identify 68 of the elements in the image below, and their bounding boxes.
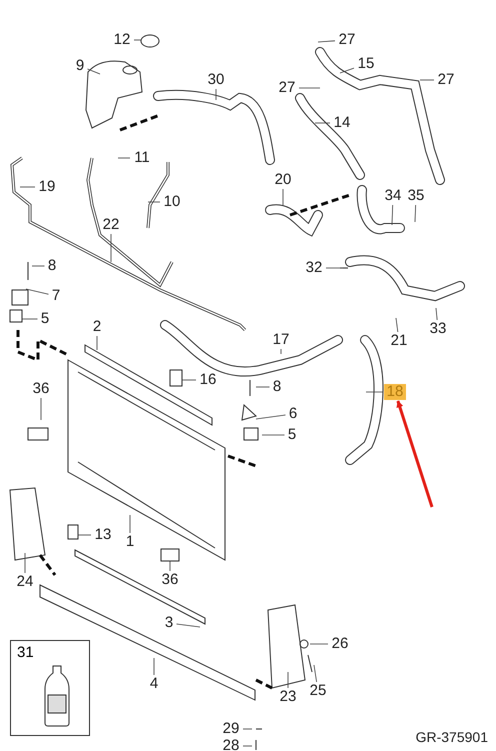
callout-number: 19 <box>36 179 58 195</box>
leader-line <box>414 204 416 222</box>
callout-number: 3 <box>162 615 176 631</box>
arrow <box>396 400 434 508</box>
leader-line <box>396 318 398 332</box>
figure-number: GR-375901 <box>416 729 488 745</box>
inset-frame <box>10 640 90 736</box>
leader-line <box>26 288 49 295</box>
callout-number: 36 <box>30 381 52 397</box>
leader-line <box>40 398 42 420</box>
callout-number: 14 <box>331 115 353 131</box>
leader-line <box>110 234 112 262</box>
callout-number: 5 <box>38 311 52 327</box>
leader-line <box>436 308 438 320</box>
leader-line <box>282 188 284 206</box>
callout-number: 15 <box>355 56 377 72</box>
callout-number: 34 <box>382 188 404 204</box>
callout-number: 5 <box>286 427 298 443</box>
leader-line <box>96 336 98 350</box>
callout-number: 16 <box>197 372 219 388</box>
callout-number: 8 <box>270 379 284 395</box>
callout-number: 25 <box>307 683 329 699</box>
callout-number: 27 <box>336 32 358 48</box>
callout-number: 27 <box>276 80 298 96</box>
callout-number: 23 <box>277 689 299 705</box>
callout-number: 4 <box>148 676 160 692</box>
callout-number: 12 <box>111 32 133 48</box>
callout-number: 9 <box>74 58 86 74</box>
leader-line <box>256 414 286 420</box>
leader-line <box>20 186 36 188</box>
callout-number: 10 <box>161 194 183 210</box>
leader-line <box>87 68 100 74</box>
callout-number: 1 <box>124 534 136 550</box>
leader-line <box>78 534 92 536</box>
leader-line <box>280 348 282 354</box>
callout-number: 36 <box>159 572 181 588</box>
callout-number: 17 <box>270 332 292 348</box>
callout-number: 18 <box>384 384 406 400</box>
callout-number: 31 <box>17 645 34 661</box>
callout-number: 30 <box>205 72 227 88</box>
leader-line <box>262 434 285 436</box>
callout-number: 11 <box>131 150 153 166</box>
leader-line <box>24 552 26 574</box>
leader-line <box>318 40 336 42</box>
callout-number: 8 <box>46 258 58 274</box>
callout-number: 24 <box>14 574 36 590</box>
leader-line <box>22 318 38 320</box>
callout-number: 6 <box>286 406 300 422</box>
callout-number: 26 <box>329 636 351 652</box>
callout-number: 28 <box>220 738 242 751</box>
callout-number: 33 <box>427 321 449 337</box>
leader-line <box>340 68 354 74</box>
leader-line <box>314 122 330 124</box>
callout-number: 2 <box>90 319 104 335</box>
callout-number: 20 <box>272 172 294 188</box>
callout-number: 22 <box>100 217 122 233</box>
callout-number: 27 <box>435 72 457 88</box>
leader-line <box>242 728 252 730</box>
leader-line <box>392 204 394 226</box>
callout-number: 32 <box>303 260 325 276</box>
callout-number: 35 <box>405 188 427 204</box>
leader-line <box>314 664 318 682</box>
leader-line <box>256 386 270 388</box>
callout-number: 21 <box>388 333 410 349</box>
callout-number: 13 <box>92 527 114 543</box>
callout-number: 7 <box>50 288 62 304</box>
leader-line <box>176 624 200 628</box>
callout-number: 29 <box>220 721 242 737</box>
